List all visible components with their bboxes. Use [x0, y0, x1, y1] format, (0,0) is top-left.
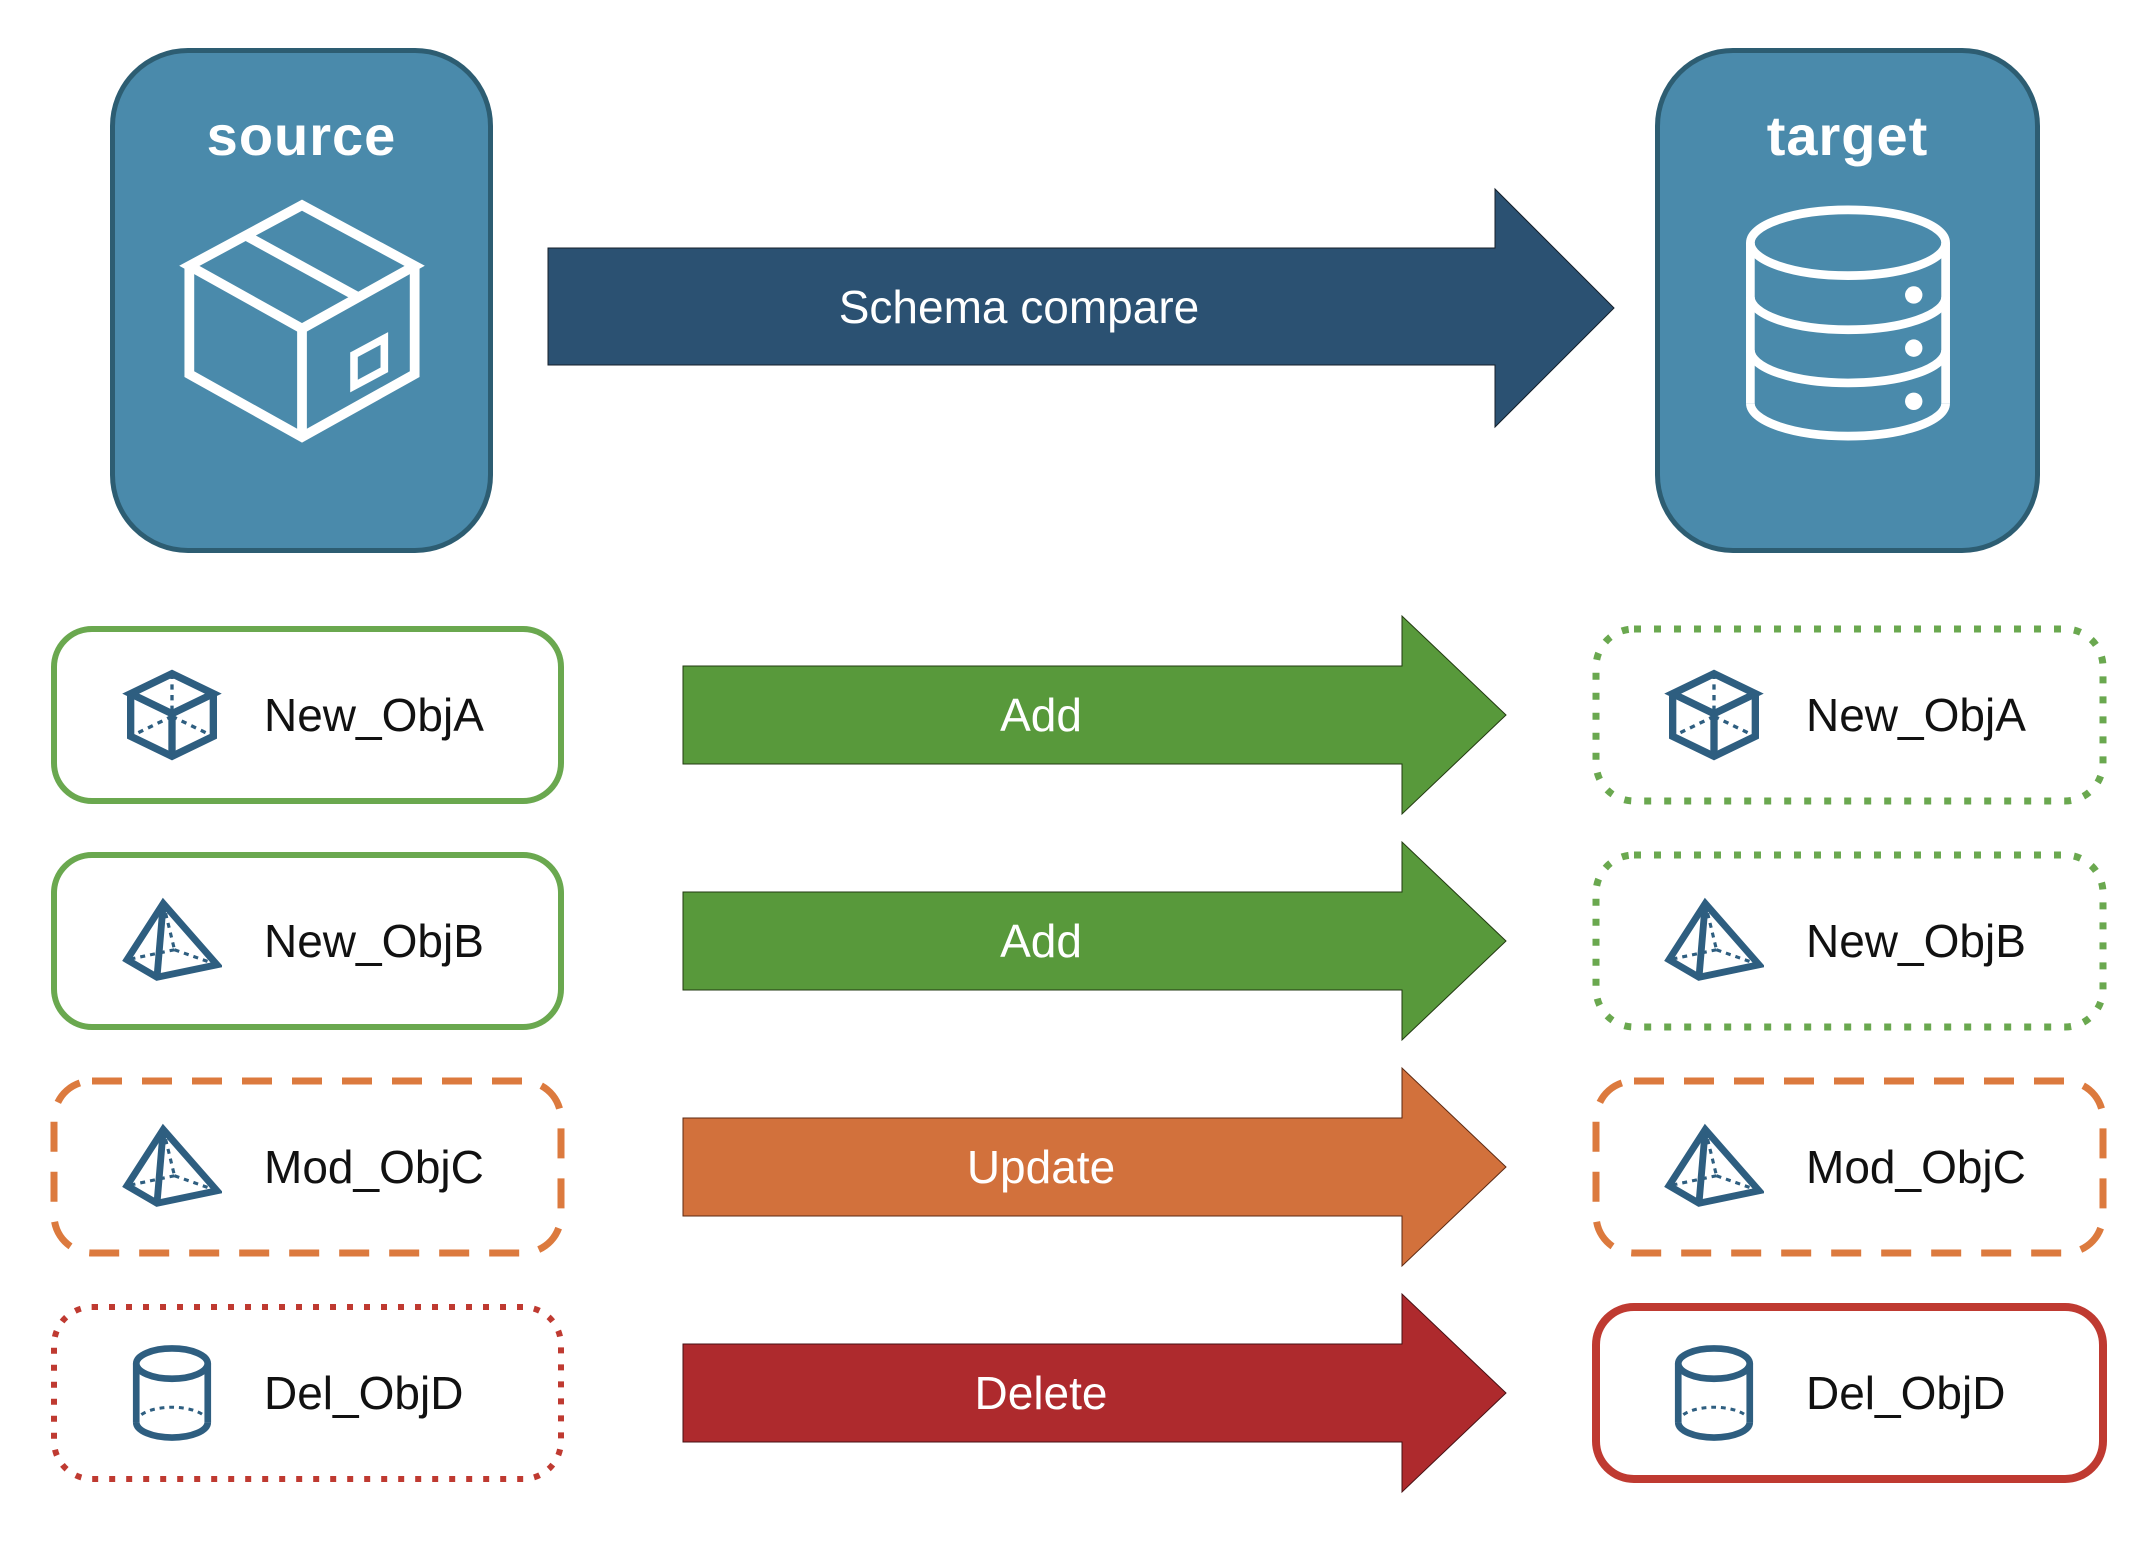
- target-object-card: Del_ObjD: [1592, 1303, 2107, 1483]
- cylinder-icon: [122, 1343, 222, 1443]
- delete-arrow: [680, 1291, 1510, 1495]
- dotted-green-border: [1592, 851, 2107, 1031]
- package-icon: [172, 190, 432, 450]
- solid-red-border: [1592, 1303, 2107, 1483]
- object-label: Mod_ObjC: [264, 1141, 484, 1193]
- solid-green-border: [51, 852, 564, 1030]
- pyramid-icon: [122, 891, 222, 991]
- cylinder-icon: [1664, 1343, 1764, 1443]
- object-label: New_ObjA: [1806, 689, 2026, 741]
- cube-icon: [122, 665, 222, 765]
- target-node: target: [1655, 48, 2040, 553]
- database-icon: [1732, 202, 1964, 444]
- source-object-card: Del_ObjD: [50, 1303, 565, 1483]
- add-arrow: [680, 839, 1510, 1043]
- source-object-card: New_ObjB: [50, 851, 565, 1031]
- object-label: Mod_ObjC: [1806, 1141, 2026, 1193]
- target-title: target: [1766, 104, 1929, 167]
- schema-compare-arrow: [545, 186, 1617, 430]
- pyramid-icon: [1664, 1117, 1764, 1217]
- object-label: Del_ObjD: [1806, 1367, 2006, 1419]
- source-node: source: [110, 48, 493, 553]
- source-title: source: [206, 104, 397, 167]
- dashed-orange-border: [1592, 1077, 2107, 1257]
- pyramid-icon: [1664, 891, 1764, 991]
- cube-icon: [1664, 665, 1764, 765]
- target-object-card: New_ObjA: [1592, 625, 2107, 805]
- source-object-card: Mod_ObjC: [50, 1077, 565, 1257]
- object-label: New_ObjB: [264, 915, 484, 967]
- object-label: New_ObjB: [1806, 915, 2026, 967]
- source-object-card: New_ObjA: [50, 625, 565, 805]
- dotted-green-border: [1592, 625, 2107, 805]
- dashed-orange-border: [50, 1077, 565, 1257]
- solid-green-border: [51, 626, 564, 804]
- update-arrow: [680, 1065, 1510, 1269]
- add-arrow: [680, 613, 1510, 817]
- object-label: Del_ObjD: [264, 1367, 464, 1419]
- pyramid-icon: [122, 1117, 222, 1217]
- target-object-card: Mod_ObjC: [1592, 1077, 2107, 1257]
- object-label: New_ObjA: [264, 689, 484, 741]
- target-object-card: New_ObjB: [1592, 851, 2107, 1031]
